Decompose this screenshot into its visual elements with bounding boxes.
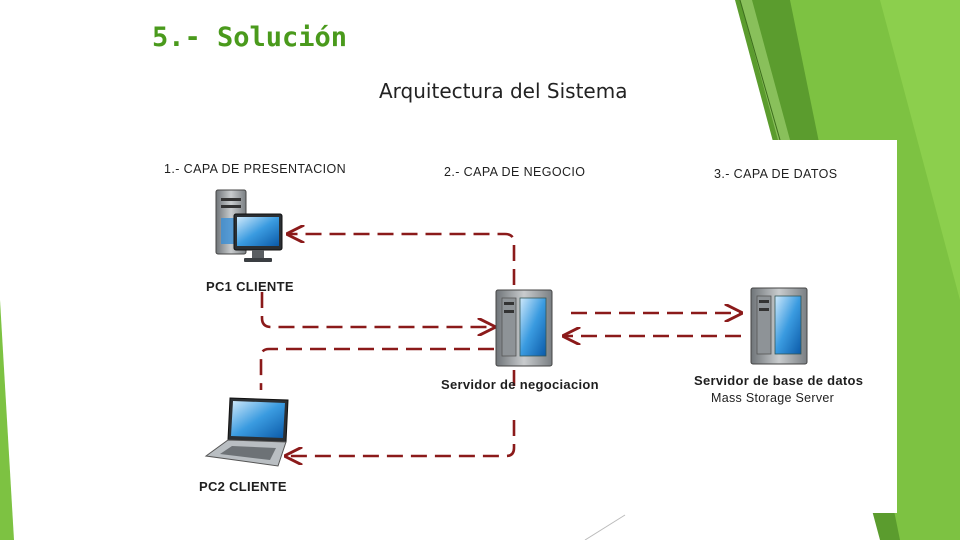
db-server-sublabel: Mass Storage Server [711, 391, 835, 405]
server-tower-icon [750, 287, 808, 365]
layer-label-business: 2.- CAPA DE NEGOCIO [444, 165, 586, 179]
layer-label-presentation: 1.- CAPA DE PRESENTACION [164, 162, 347, 176]
db-server-label: Servidor de base de datos [694, 373, 864, 388]
connector-pc1-to-server [260, 292, 494, 327]
pc1-label: PC1 CLIENTE [206, 279, 294, 294]
connector-server-to-pc1 [288, 234, 516, 285]
diagram-graphics [204, 189, 808, 467]
connector-server-to-pc2 [286, 420, 516, 456]
slide-subtitle: Arquitectura del Sistema [379, 79, 628, 103]
laptop-icon [204, 397, 289, 467]
desktop-computer-icon [215, 189, 283, 262]
slide-title: 5.- Solución [152, 22, 348, 53]
layer-label-data: 3.- CAPA DE DATOS [714, 167, 838, 181]
connector-server-to-pc2-top [259, 347, 494, 390]
architecture-diagram: 1.- CAPA DE PRESENTACION 2.- CAPA DE NEG… [136, 140, 897, 513]
server-tower-icon [495, 289, 553, 367]
pc2-label: PC2 CLIENTE [199, 479, 287, 494]
business-server-label: Servidor de negociacion [441, 377, 599, 392]
